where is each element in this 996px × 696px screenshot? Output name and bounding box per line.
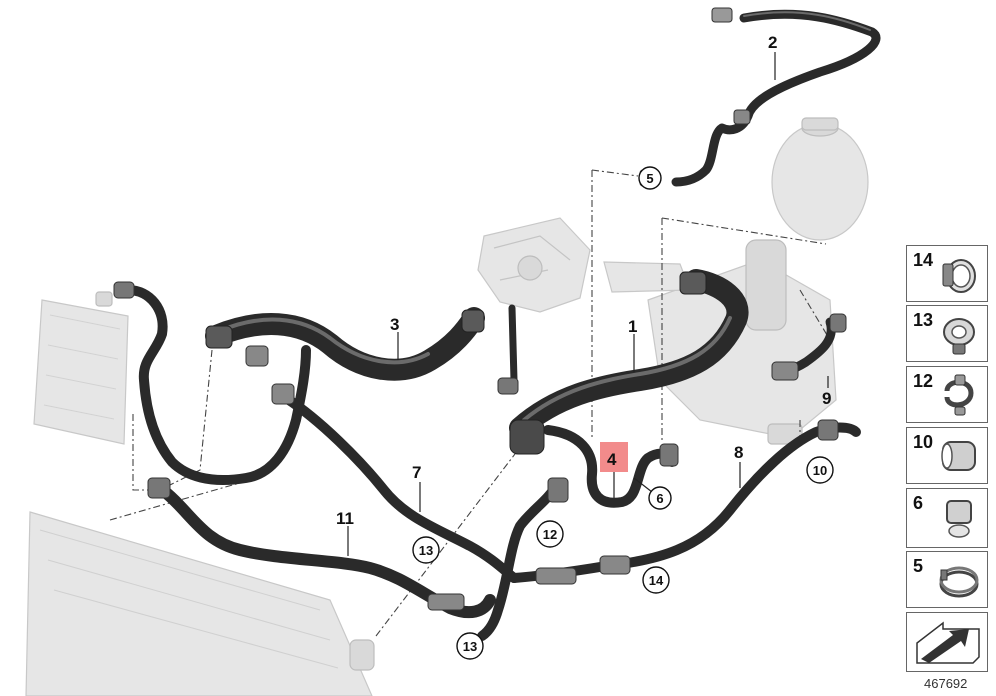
part-label-7: 7: [412, 463, 421, 482]
callout-10: 10: [806, 456, 834, 484]
svg-text:6: 6: [656, 491, 663, 506]
legend-item-14: 14: [906, 245, 988, 302]
hose-clip-icon: [946, 500, 972, 538]
callout-12: 12: [536, 520, 564, 548]
legend-number: 14: [913, 250, 934, 270]
part-label-9: 9: [822, 389, 831, 408]
svg-text:13: 13: [419, 543, 433, 558]
spring-clip-icon: [944, 374, 974, 416]
legend-number: 12: [913, 371, 934, 391]
callout-13-lower: 13: [456, 632, 484, 660]
svg-text:5: 5: [646, 171, 653, 186]
part-labels: 2 3 1 4 7 8 9 11: [336, 33, 831, 528]
engine-block-ghost: [603, 239, 837, 445]
hose-clamp-icon: [939, 566, 979, 598]
part-label-3: 3: [390, 315, 399, 334]
part-label-4-highlight: [600, 442, 628, 472]
callout-14: 14: [642, 566, 670, 594]
svg-text:14: 14: [649, 573, 664, 588]
legend-number: 13: [913, 310, 934, 330]
band-clamp-icon: [942, 259, 976, 293]
legend-item-5: 5: [906, 551, 988, 608]
quick-coupling-icon: [943, 318, 975, 355]
callout-13-upper: 13: [412, 536, 440, 564]
legend-number: 10: [913, 432, 934, 452]
aux-radiator-ghost: [33, 291, 129, 445]
legend-item-13: 13: [906, 305, 988, 362]
part-label-2: 2: [768, 33, 777, 52]
svg-text:10: 10: [813, 463, 827, 478]
direction-arrow-icon: [916, 621, 980, 664]
part-label-1: 1: [628, 317, 637, 336]
legend-number: 6: [913, 493, 924, 513]
svg-text:12: 12: [543, 527, 557, 542]
expansion-tank-ghost: [771, 117, 869, 241]
svg-text:13: 13: [463, 639, 477, 654]
part-label-11: 11: [336, 509, 354, 528]
drawing-number: 467692: [924, 676, 968, 691]
callout-5: 5: [638, 166, 662, 190]
legend-item-10: 10: [906, 427, 988, 484]
radiator-ghost: [25, 511, 375, 696]
legend-number: 5: [913, 556, 924, 576]
thermostat-housing-ghost: [477, 217, 591, 313]
part-label-8: 8: [734, 443, 743, 462]
callout-6: 6: [648, 486, 672, 510]
legend-item-6: 6: [906, 488, 988, 548]
legend-item-12: 12: [906, 366, 988, 423]
connectors: [113, 7, 847, 611]
legend-item-arrow: [906, 612, 988, 672]
callouts: 5 6 10 12 13 13 14: [412, 166, 834, 660]
sleeve-clamp-icon: [941, 441, 976, 471]
leader-lines: [347, 52, 829, 556]
part-label-4: 4: [607, 450, 617, 469]
